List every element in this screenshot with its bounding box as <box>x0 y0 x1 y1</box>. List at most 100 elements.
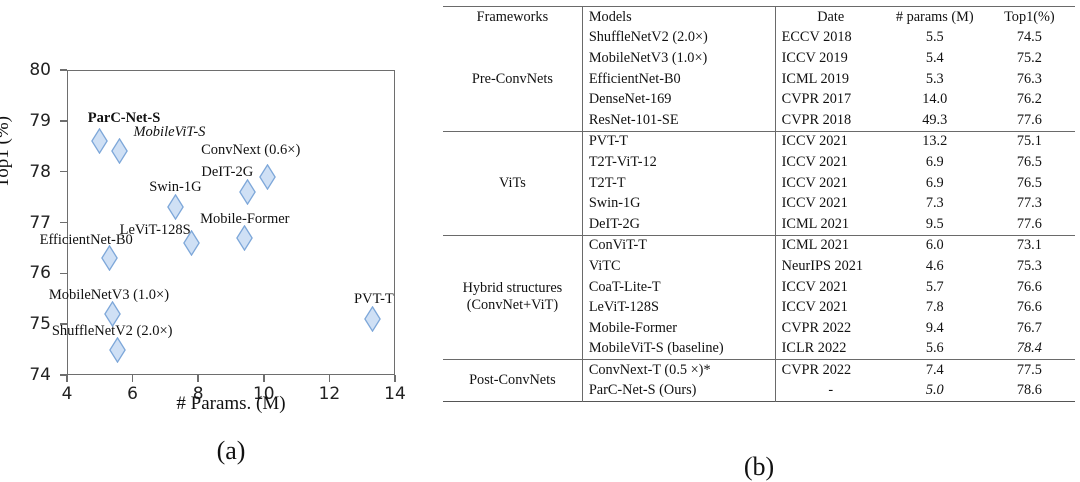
model-cell: PVT-T <box>581 131 776 153</box>
framework-label-line2: (ConvNet+ViT) <box>466 297 559 314</box>
top1-cell: 77.5 <box>1016 361 1042 378</box>
params-cell: 13.2 <box>922 133 948 150</box>
point-label-efficientnet-b0: EfficientNet-B0 <box>39 232 133 249</box>
x-tick-label-4: 4 <box>61 384 73 404</box>
x-tick-label-8: 8 <box>192 384 204 404</box>
point-label-shufflenetv2-2-0: ShuffleNetV2 (2.0×) <box>51 322 173 339</box>
x-tick-mark <box>131 375 134 382</box>
y-tick-label-77: 77 <box>29 212 51 233</box>
date-cell: ICCV 2021 <box>774 193 886 214</box>
top1-cell: 76.5 <box>1016 174 1042 191</box>
params-cell: 6.9 <box>925 153 944 170</box>
params-cell: 6.0 <box>925 237 944 254</box>
y-tick-label-79: 79 <box>29 110 51 131</box>
data-point-swin-1g <box>166 194 184 221</box>
date-cell: NeurIPS 2021 <box>774 256 886 277</box>
top1-cell: 76.5 <box>1016 153 1042 170</box>
model-cell: ShuffleNetV2 (2.0×) <box>581 27 776 49</box>
plot-frame <box>67 70 395 375</box>
date-cell: ICCV 2021 <box>774 172 886 194</box>
data-point-deit-2g <box>239 179 256 205</box>
data-point-mobilenetv3-1-0 <box>104 301 122 327</box>
table-header-row: Frameworks Models Date # params (M) Top1… <box>443 6 1075 28</box>
point-label-deit-2g: DeIT-2G <box>201 164 254 180</box>
comparison-table-panel: Frameworks Models Date # params (M) Top1… <box>440 0 1080 482</box>
point-label-mobilevit-s: MobileViT-S <box>133 124 206 141</box>
x-tick-label-6: 6 <box>127 384 138 404</box>
model-cell: ParC-Net-S (Ours) <box>581 380 776 402</box>
top1-cell: 76.7 <box>1016 319 1042 336</box>
model-cell: LeViT-128S <box>581 297 776 318</box>
x-tick-label-10: 10 <box>252 384 275 404</box>
y-tick-label-74: 74 <box>29 365 51 385</box>
model-cell: ConViT-T <box>581 235 776 257</box>
y-tick-mark <box>60 120 67 122</box>
y-tick-mark <box>60 221 67 224</box>
x-tick-mark <box>263 375 265 382</box>
params-cell: 7.8 <box>925 299 944 316</box>
table-row: Pre-ConvNets ShuffleNetV2 (2.0×)ECCV 2018… <box>443 27 1075 87</box>
top1-cell: 75.2 <box>1016 49 1042 66</box>
col-header-models: Models <box>581 6 776 28</box>
data-point-pvt-t <box>363 306 381 333</box>
date-cell: ECCV 2018 <box>774 27 886 49</box>
x-tick-mark <box>197 375 199 382</box>
y-tick-label-80: 80 <box>29 60 51 80</box>
point-label-swin-1g: Swin-1G <box>149 179 202 196</box>
figure-caption-a: (a) <box>216 436 246 465</box>
top1-cell: 75.3 <box>1016 257 1042 274</box>
point-label-convnext-0-6: ConvNext (0.6×) <box>201 141 301 158</box>
date-cell: CVPR 2022 <box>774 317 886 339</box>
model-cell: T2T-ViT-12 <box>581 152 776 173</box>
framework-cell: Pre-ConvNets <box>471 70 553 87</box>
framework-cell: Hybrid structures(ConvNet+ViT) <box>443 235 582 360</box>
y-tick-mark <box>60 374 67 376</box>
data-point-mobile-former <box>235 224 253 251</box>
model-cell: EfficientNet-B0 <box>581 68 776 90</box>
date-cell: ICML 2021 <box>774 235 886 257</box>
model-cell: DenseNet-169 <box>581 89 776 110</box>
date-cell: ICML 2019 <box>774 68 886 90</box>
top1-cell: 77.3 <box>1016 195 1042 212</box>
params-cell: 5.3 <box>925 70 944 87</box>
y-tick-label-76: 76 <box>29 263 51 284</box>
x-tick-mark <box>66 375 68 382</box>
framework-cell: Post-ConvNets <box>469 372 556 389</box>
col-header-top1: Top1(%) <box>1004 8 1055 25</box>
top1-cell: 75.1 <box>1016 133 1042 150</box>
model-cell: Mobile-Former <box>581 317 776 339</box>
top1-cell: 76.6 <box>1016 299 1042 316</box>
y-tick-mark <box>60 170 67 173</box>
table-body: Pre-ConvNets ShuffleNetV2 (2.0×)ECCV 2018… <box>443 27 1075 402</box>
data-point-convnext-0-6 <box>258 163 276 190</box>
model-cell: T2T-T <box>581 172 776 194</box>
params-cell: 14.0 <box>922 91 948 108</box>
x-tick-mark <box>394 375 396 382</box>
y-tick-mark <box>60 323 67 325</box>
x-tick-label-14: 14 <box>384 384 406 404</box>
params-cell: 9.4 <box>925 319 944 336</box>
date-cell: CVPR 2018 <box>774 109 886 132</box>
top1-cell: 76.6 <box>1016 278 1042 295</box>
top1-cell: 78.6 <box>1016 382 1042 399</box>
date-cell: ICLR 2022 <box>774 338 886 360</box>
date-cell: ICCV 2021 <box>774 152 886 173</box>
params-cell: 7.4 <box>925 361 944 378</box>
framework-label-line1: Hybrid structures <box>462 280 563 297</box>
date-cell: CVPR 2022 <box>774 359 886 381</box>
params-cell: 6.9 <box>925 174 944 191</box>
model-cell: ResNet-101-SE <box>581 109 776 132</box>
point-label-parc-net-s: ParC-Net-S <box>87 110 161 127</box>
point-label-pvt-t: PVT-T <box>354 291 394 308</box>
